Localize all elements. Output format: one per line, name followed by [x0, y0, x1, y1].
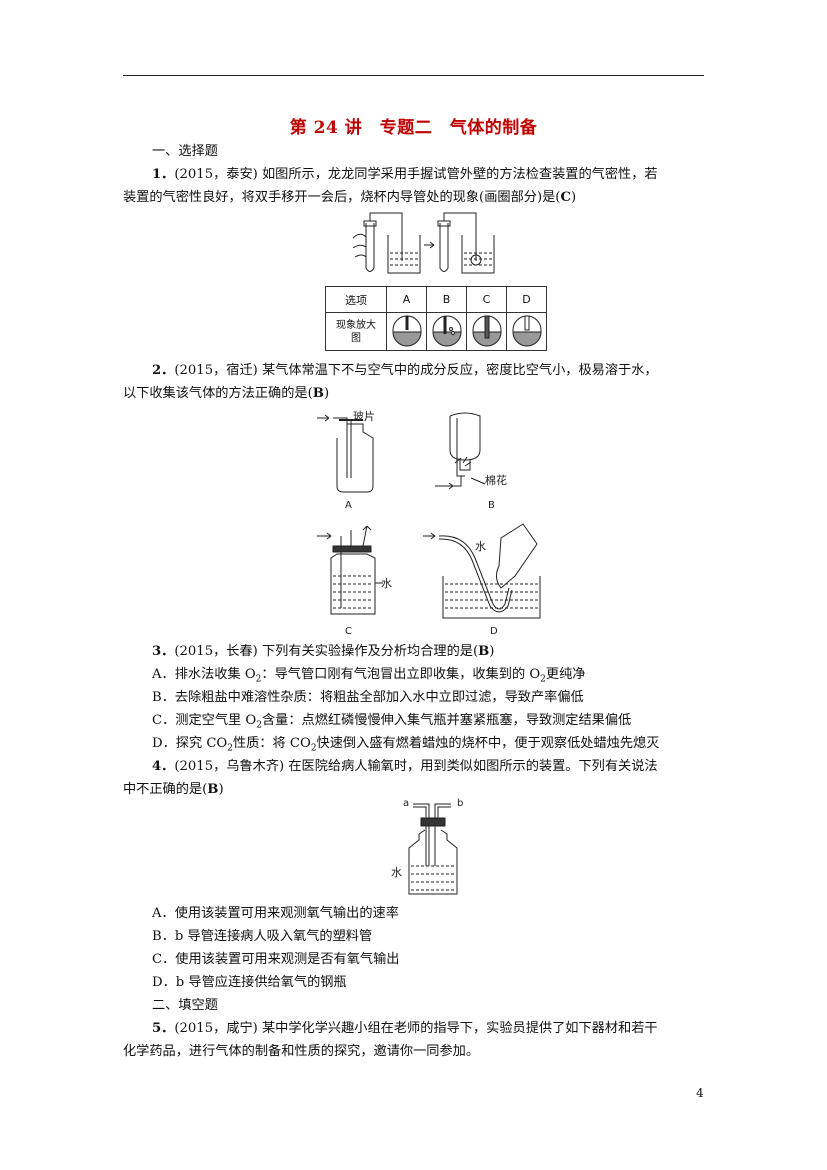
q2-line1: 2．(2015，宿迁) 某气体常温下不与空气中的成分反应，密度比空气小，极易溶于… — [152, 363, 658, 378]
q2-cotton-label: 棉花 — [485, 473, 507, 487]
q2-label-b: B — [488, 500, 495, 511]
q3-line1: 3．(2015，长春) 下列有关实验操作及分析均合理的是(B) — [152, 644, 495, 659]
q4-option-b: B．b 导管连接病人吸入氧气的塑料管 — [152, 929, 373, 944]
q2-line2: 以下收集该气体的方法正确的是(B) — [123, 386, 330, 401]
q1-apparatus-figure — [352, 212, 495, 274]
q1-circle-a — [386, 312, 427, 351]
q1-line2: 装置的气密性良好，将双手移开一会后，烧杯内导管处的现象(画圈部分)是(C) — [123, 190, 577, 205]
section-fill-heading: 二、填空题 — [152, 998, 218, 1013]
q4-apparatus-figure: a b 水 — [391, 798, 463, 895]
q1-circle-b — [426, 312, 467, 351]
q2-glass-label: 玻片 — [353, 410, 375, 423]
q3-answer: B — [478, 644, 490, 659]
q1-line1: 1．(2015，泰安) 如图所示，龙龙同学采用手握试管外壁的方法检查装置的气密性… — [152, 167, 658, 182]
q4-label-b: b — [457, 798, 463, 809]
q2-answer: B — [312, 386, 324, 401]
q4-label-a: a — [403, 798, 409, 809]
q1-table-option-b: B — [426, 286, 467, 313]
section-choice-heading: 一、选择题 — [152, 144, 218, 159]
q3-option-b: B．去除粗盐中难溶性杂质：将粗盐全部加入水中立即过滤，导致产率偏低 — [152, 690, 584, 705]
q1-circle-d — [506, 312, 547, 351]
q4-line2: 中不正确的是(B) — [123, 782, 224, 797]
q1-table-option-c: C — [466, 286, 507, 313]
q1-options-table: 选项 A B C D 现象放大图 — [325, 286, 547, 351]
q1-answer: C — [560, 190, 571, 205]
q5-line1: 5．(2015，咸宁) 某中学化学兴趣小组在老师的指导下，实验员提供了如下器材和… — [152, 1021, 658, 1036]
header-rule — [123, 75, 704, 76]
q2-label-d: D — [490, 626, 498, 637]
q2-label-c: C — [345, 626, 352, 637]
q1-table-option-d: D — [506, 286, 547, 313]
q4-option-c: C．使用该装置可用来观测是否有氧气输出 — [152, 952, 400, 967]
q2-water-label-d: 水 — [475, 540, 486, 553]
q4-option-d: D．b 导管应连接供给氧气的钢瓶 — [152, 975, 347, 990]
q3-option-a: A．排水法收集 O2：导气管口刚有气泡冒出立即收集，收集到的 O2更纯净 — [152, 667, 586, 685]
q3-option-d: D．探究 CO2性质：将 CO2快速倒入盛有燃着蜡烛的烧杯中，便于观察低处蜡烛先… — [152, 736, 660, 754]
q4-water-label: 水 — [391, 866, 402, 879]
q4-line1: 4．(2015，乌鲁木齐) 在医院给病人输氧时，用到类似如图所示的装置。下列有关… — [152, 759, 658, 774]
q5-line2: 化学药品，进行气体的制备和性质的探究，邀请你一同参加。 — [123, 1044, 480, 1059]
q1-table-row1-label: 选项 — [325, 286, 387, 313]
q1-table-row2-label: 现象放大图 — [325, 312, 387, 351]
q4-option-a: A．使用该装置可用来观测氧气输出的速率 — [152, 906, 399, 921]
q1-table-option-a: A — [386, 286, 427, 313]
q1-circle-c — [466, 312, 507, 351]
q2-water-label-c: 水 — [381, 577, 392, 590]
q2-figures: 玻片 棉花 水 水 A B C D — [317, 410, 541, 637]
page-title: 第 24 讲 专题二 气体的制备 — [289, 118, 538, 138]
page-number: 4 — [696, 1086, 704, 1100]
q2-label-a: A — [345, 500, 352, 511]
q4-answer: B — [207, 782, 219, 797]
q3-option-c: C．测定空气里 O2含量：点燃红磷慢慢伸入集气瓶并塞紧瓶塞，导致测定结果偏低 — [152, 713, 632, 731]
